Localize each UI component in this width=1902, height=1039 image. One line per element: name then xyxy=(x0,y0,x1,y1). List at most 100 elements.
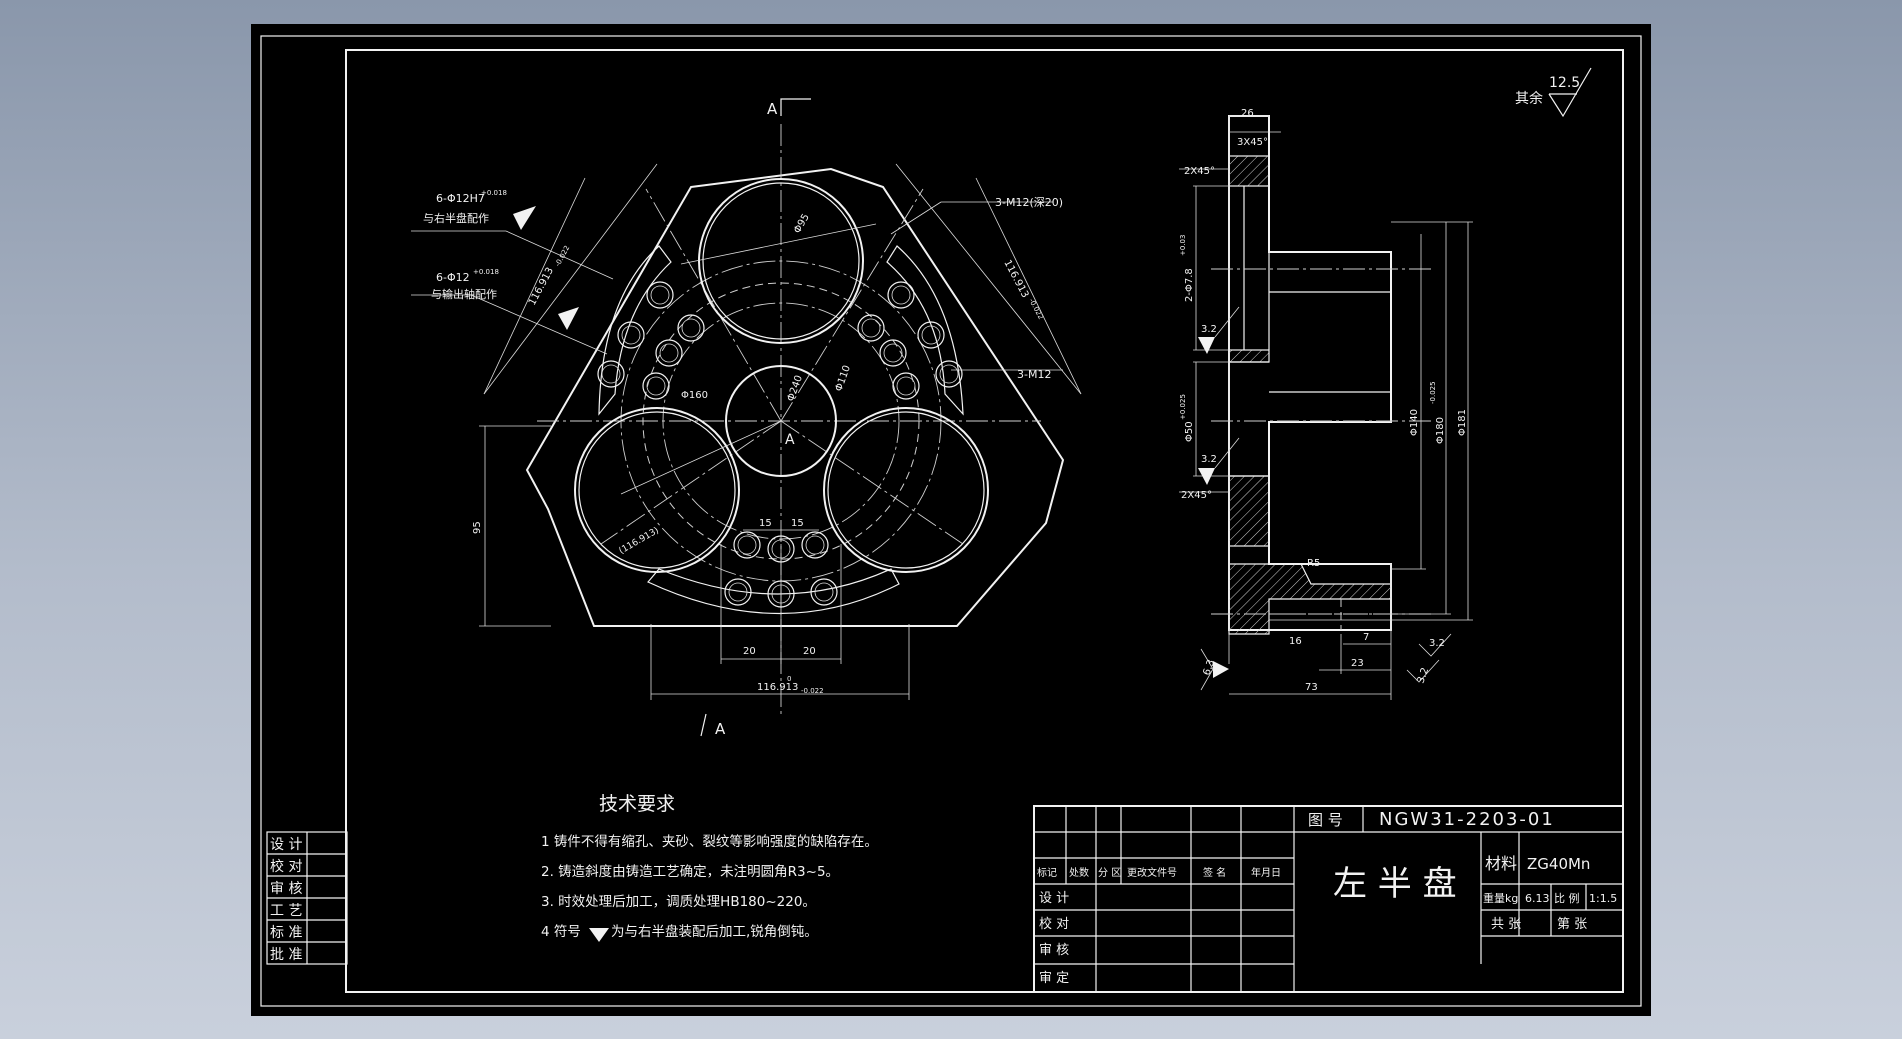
rev-header-4: 更改文件号 xyxy=(1127,866,1177,879)
dim-r16-side: 16 xyxy=(1289,636,1302,647)
left-block-row-2: 校 对 xyxy=(270,858,302,875)
dim-hole2: 2-Φ7.8 xyxy=(1184,268,1195,302)
dim-s15b: 15 xyxy=(791,518,804,529)
leader-1-line1: 6-Φ12H7 xyxy=(436,192,485,205)
dim-c116-bottom-zero: 0 xyxy=(787,675,791,683)
dim-ra32-c: 3.2 xyxy=(1429,638,1445,649)
dim-d181: Φ181 xyxy=(1457,409,1468,436)
leader-2-line2: 与输出轴配作 xyxy=(431,287,497,301)
dim-d95: Φ95 xyxy=(792,212,812,235)
tech-item-4b: 为与右半盘装配后加工,锐角倒钝。 xyxy=(611,923,818,940)
sign-row-4: 审 定 xyxy=(1039,971,1069,986)
drawing-no: NGW31-2203-01 xyxy=(1379,809,1555,830)
leader-1-tol: +0.018 xyxy=(481,189,507,197)
dim-c116-left: 116.913 xyxy=(527,266,556,308)
dim-m12: 3-M12 xyxy=(1017,368,1051,381)
outer-contour xyxy=(525,167,1065,627)
dim-ch3x45: 3X45° xyxy=(1237,137,1268,148)
sign-row-1: 设 计 xyxy=(1039,891,1069,906)
tech-requirements: 技术要求 1 铸件不得有缩孔、夹砂、裂纹等影响强度的缺陷存在。 2. 铸造斜度由… xyxy=(541,793,878,942)
dim-d50: Φ50 xyxy=(1184,421,1195,442)
tech-item-4a: 4 符号 xyxy=(541,924,581,940)
dim-d140: Φ140 xyxy=(1409,409,1420,436)
tech-item-2: 2. 铸造斜度由铸造工艺确定，未注明圆角R3~5。 xyxy=(541,864,839,880)
dim-ra32-b: 3.2 xyxy=(1201,454,1217,465)
rev-header-2: 处数 xyxy=(1069,866,1089,879)
left-block-row-4: 工 艺 xyxy=(270,903,302,919)
tech-item-1: 1 铸件不得有缩孔、夹砂、裂纹等影响强度的缺陷存在。 xyxy=(541,833,878,850)
tech-item-3: 3. 时效处理后加工，调质处理HB180~220。 xyxy=(541,894,816,910)
weight: 6.13 xyxy=(1525,892,1550,905)
dim-s20a: 20 xyxy=(743,646,756,657)
dim-h95: 95 xyxy=(472,521,483,534)
weight-label: 重量kg xyxy=(1483,891,1518,905)
dim-d180-tol: -0.025 xyxy=(1429,381,1437,404)
dim-w23: 23 xyxy=(1351,658,1364,669)
title-block: 图 号 NGW31-2203-01 左 半 盘 材料 ZG40Mn 重量kg 6… xyxy=(1033,805,1624,993)
rev-header-3: 分 区 xyxy=(1098,867,1121,879)
dim-w26: 26 xyxy=(1241,108,1254,119)
side-view: 26 3X45° 2X45° 2X45° 2-Φ7.8 +0.03 Φ50 +0… xyxy=(1179,108,1473,700)
left-block-row-1: 设 计 xyxy=(270,837,302,853)
leader-2-line1: 6-Φ12 xyxy=(436,271,470,284)
left-sign-block: 设 计 校 对 审 核 工 艺 标 准 批 准 xyxy=(266,831,348,965)
dim-ch2x45-top: 2X45° xyxy=(1184,166,1215,177)
scale-label: 比 例 xyxy=(1554,891,1580,905)
sheets-total: 共 张 xyxy=(1491,917,1521,932)
tech-title: 技术要求 xyxy=(599,793,675,815)
dim-d240: Φ240 xyxy=(785,374,805,403)
rev-header-1: 标记 xyxy=(1037,867,1057,879)
dim-c116-bottom-tol: -0.022 xyxy=(801,687,824,695)
dim-ra32-d: 3.2 xyxy=(1415,666,1431,685)
section-label-bottom: A xyxy=(715,720,726,738)
side-flange xyxy=(1228,115,1392,631)
leader-1-line2: 与右半盘配作 xyxy=(423,211,489,225)
drawing-no-label: 图 号 xyxy=(1308,811,1343,829)
dim-d50-tol: +0.025 xyxy=(1179,394,1187,420)
dim-r5: R5 xyxy=(1307,558,1320,569)
right-slot xyxy=(886,245,964,416)
bottom-slot xyxy=(647,568,900,615)
left-slot xyxy=(598,245,672,416)
center-label: A xyxy=(785,432,795,448)
left-block-row-6: 批 准 xyxy=(270,947,302,963)
dim-hole2-tol: +0.03 xyxy=(1179,235,1187,256)
inner-frame xyxy=(345,49,1624,993)
dim-c116-right-tol: -0.022 xyxy=(1027,297,1045,321)
roughness-other-value: 12.5 xyxy=(1549,75,1580,91)
rev-header-6: 年月日 xyxy=(1251,866,1281,879)
dim-w7: 7 xyxy=(1363,632,1369,643)
roughness-other-label: 其余 xyxy=(1515,90,1543,107)
left-block-row-3: 审 核 xyxy=(270,881,302,897)
sign-row-3: 审 核 xyxy=(1039,943,1069,958)
rev-header-5: 签 名 xyxy=(1203,866,1226,879)
sign-row-2: 校 对 xyxy=(1039,916,1069,932)
machining-symbol xyxy=(589,928,609,942)
roughness-other-mark: 其余 12.5 xyxy=(1515,67,1592,118)
dim-d160: Φ160 xyxy=(681,390,708,401)
dim-d110: Φ110 xyxy=(833,364,853,393)
dim-ra63: 6.3 xyxy=(1201,658,1217,677)
material-label: 材料 xyxy=(1485,854,1517,873)
dim-s20b: 20 xyxy=(803,646,816,657)
dim-c116-bottom: 116.913 xyxy=(757,682,798,693)
scale: 1:1.5 xyxy=(1589,892,1617,905)
dim-s15a: 15 xyxy=(759,518,772,529)
dim-ra32-a: 3.2 xyxy=(1201,324,1217,335)
dim-c116-small: (116.913) xyxy=(618,526,661,557)
drawing-sheet: 其余 12.5 A A A xyxy=(251,24,1651,1016)
dim-c116-left-tol: -0.022 xyxy=(554,244,572,268)
sheet-no: 第 张 xyxy=(1557,917,1587,932)
dim-w73: 73 xyxy=(1305,682,1318,693)
dim-m12-deep: 3-M12(深20) xyxy=(995,196,1063,209)
dim-d180: Φ180 xyxy=(1435,417,1446,444)
cad-drawing-canvas: 其余 12.5 A A A xyxy=(260,35,1642,1007)
section-label-top: A xyxy=(767,100,778,118)
part-name: 左 半 盘 xyxy=(1333,864,1457,904)
dim-c116-right: 116.913 xyxy=(1001,258,1030,300)
outer-frame xyxy=(260,35,1642,1007)
material: ZG40Mn xyxy=(1527,855,1590,873)
left-block-row-5: 标 准 xyxy=(270,925,302,941)
front-view: A A A xyxy=(411,98,1082,738)
leader-2-tol: +0.018 xyxy=(473,268,499,276)
